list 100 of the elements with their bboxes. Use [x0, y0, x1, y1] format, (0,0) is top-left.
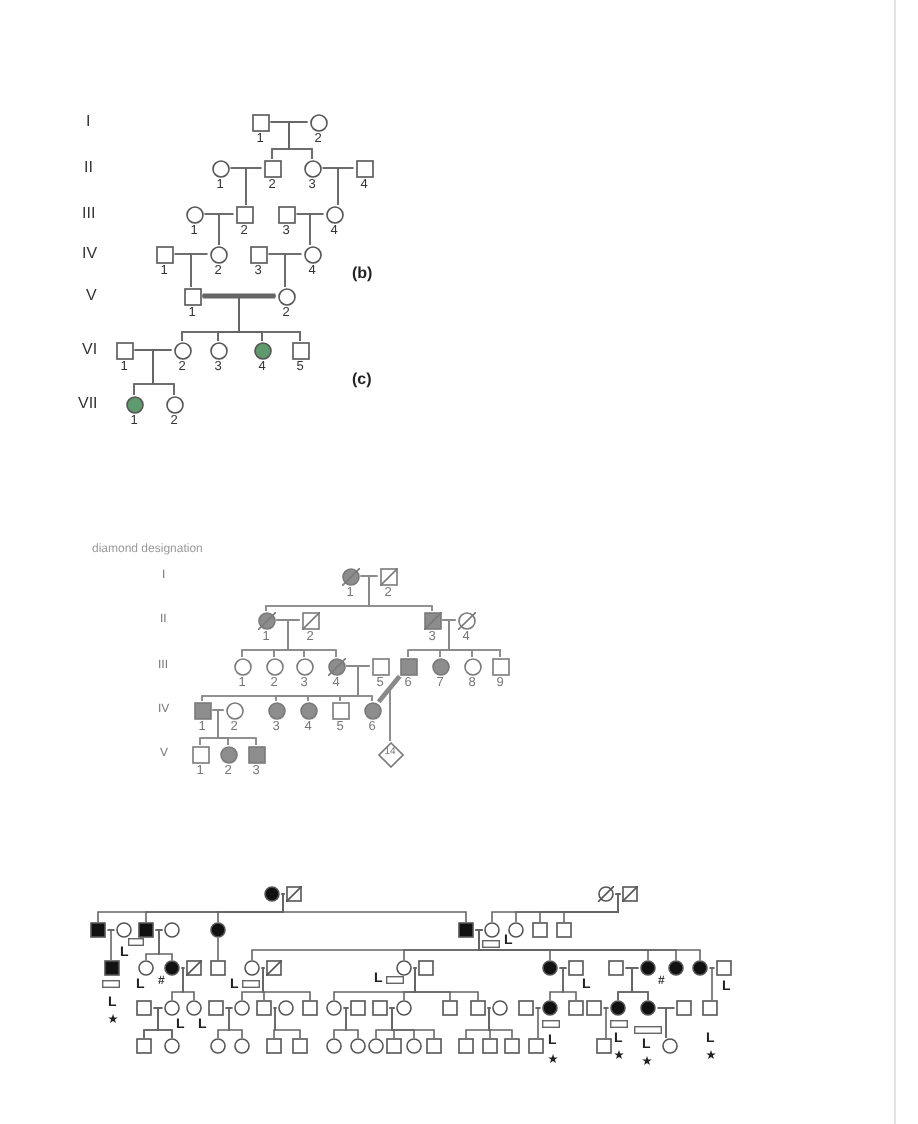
square-symbol [208, 1000, 224, 1016]
descent-line [190, 253, 209, 288]
square-symbol [504, 1038, 520, 1054]
square-symbol [556, 922, 572, 938]
square-symbol [568, 960, 584, 976]
generation-numeral: V [86, 288, 97, 304]
descent-line [558, 967, 577, 1001]
circle-symbol [186, 1000, 202, 1016]
descent-line [337, 167, 355, 206]
circle-symbol [210, 1038, 226, 1054]
descent-line [154, 929, 173, 961]
filled-circle-symbol [692, 960, 708, 976]
circle-symbol [138, 960, 154, 976]
descent-line [309, 213, 325, 246]
descent-line [272, 1007, 301, 1039]
descent-line [287, 619, 337, 658]
slashed-square-symbol [286, 886, 302, 902]
generation-numeral: VII [78, 396, 98, 412]
slashed-square-symbol [186, 960, 202, 976]
square-symbol [470, 1000, 486, 1016]
consanguinity-line [202, 293, 276, 299]
filled-square-symbol [138, 922, 154, 938]
circle-symbol [116, 922, 132, 938]
circle-symbol [234, 1000, 250, 1016]
circle-symbol [164, 1000, 180, 1016]
circle-symbol [234, 1038, 250, 1054]
generation-numeral: VI [82, 342, 98, 358]
square-symbol [136, 1000, 152, 1016]
descent-line [377, 685, 391, 742]
square-symbol [716, 960, 732, 976]
filled-circle-symbol [542, 1000, 558, 1016]
slashed-square-symbol [622, 886, 638, 902]
square-symbol [532, 922, 548, 938]
filled-square-symbol [458, 922, 474, 938]
descent-line [106, 929, 116, 961]
square-symbol [676, 1000, 692, 1016]
circle-symbol [396, 1000, 412, 1016]
square-symbol [596, 1038, 612, 1054]
descent-line [665, 1007, 676, 1039]
descent-line [486, 1007, 513, 1039]
square-symbol [442, 1000, 458, 1016]
filled-square-symbol [90, 922, 106, 938]
filled-square-symbol [104, 960, 120, 976]
circle-symbol [508, 922, 524, 938]
generation-numeral: I [86, 114, 91, 130]
circle-symbol [406, 1038, 422, 1054]
circle-symbol [326, 1038, 342, 1054]
filled-circle-symbol [164, 960, 180, 976]
descent-line [631, 967, 649, 1001]
square-symbol [372, 1000, 388, 1016]
descent-line [280, 893, 467, 923]
circle-symbol [662, 1038, 678, 1054]
descent-line [534, 1007, 542, 1039]
descent-line [245, 167, 263, 206]
descent-line [388, 1007, 435, 1039]
descent-line [152, 349, 175, 396]
square-symbol [136, 1038, 152, 1054]
square-symbol [292, 1038, 308, 1054]
circle-symbol [326, 1000, 342, 1016]
descent-line [563, 893, 622, 923]
square-symbol [256, 1000, 272, 1016]
filled-circle-symbol [542, 960, 558, 976]
square-symbol [586, 1000, 602, 1016]
square-symbol [518, 1000, 534, 1016]
circle-symbol [350, 1038, 366, 1054]
square-symbol [418, 960, 434, 976]
consanguinity-line [376, 674, 402, 704]
filled-circle-symbol [640, 1000, 656, 1016]
slashed-square-symbol [266, 960, 282, 976]
circle-symbol [484, 922, 500, 938]
descent-line [708, 967, 716, 1001]
filled-circle-symbol [264, 886, 280, 902]
descent-line [224, 1007, 243, 1039]
circle-symbol [164, 922, 180, 938]
panel-letter: (c) [352, 372, 372, 388]
descent-line [602, 1007, 610, 1039]
square-symbol [302, 1000, 318, 1016]
filled-circle-symbol [668, 960, 684, 976]
square-symbol [350, 1000, 366, 1016]
square-symbol [608, 960, 624, 976]
slashed-circle-symbol [598, 886, 614, 902]
generation-numeral: II [84, 160, 93, 176]
square-symbol [482, 1038, 498, 1054]
descent-line [288, 121, 313, 160]
circle-symbol [492, 1000, 508, 1016]
square-symbol [266, 1038, 282, 1054]
descent-line [217, 937, 219, 961]
descent-line [412, 967, 479, 1001]
filled-circle-symbol [640, 960, 656, 976]
descent-line [157, 1007, 173, 1039]
descent-line [238, 295, 301, 342]
circle-symbol [396, 960, 412, 976]
square-symbol [528, 1038, 544, 1054]
descent-line [260, 967, 311, 1001]
square-symbol [426, 1038, 442, 1054]
square-symbol [210, 960, 226, 976]
circle-symbol [368, 1038, 384, 1054]
descent-line [218, 213, 235, 246]
descent-line [284, 253, 303, 288]
generation-numeral: IV [82, 246, 98, 262]
